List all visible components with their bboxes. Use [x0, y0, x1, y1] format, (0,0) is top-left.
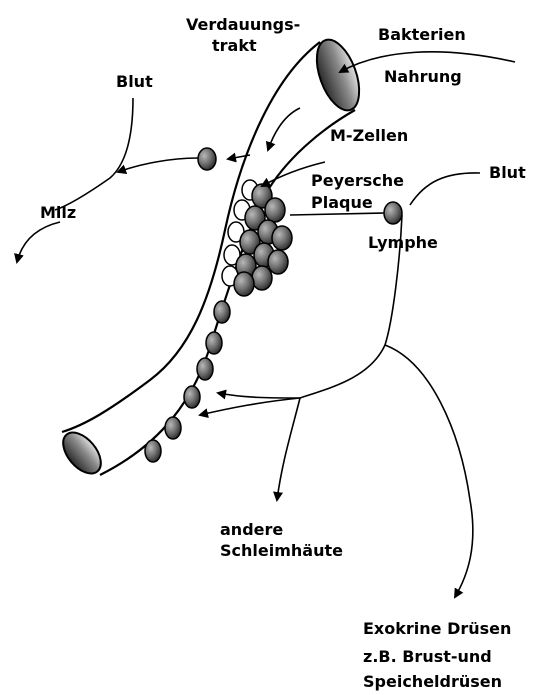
cell-lymph [384, 202, 402, 224]
blut-left-arrow [118, 158, 198, 172]
label-exokrine-2: z.B. Brust-und [363, 647, 492, 667]
tube-cell [165, 417, 181, 439]
label-andere-1: andere [220, 520, 283, 540]
to-tube-lower-arrow [218, 393, 300, 398]
label-nahrung: Nahrung [384, 67, 462, 87]
label-peyersche-1: Peyersche [311, 171, 404, 191]
label-verdauungstrakt-2: trakt [212, 36, 257, 56]
label-lymphe: Lymphe [368, 233, 438, 253]
blut-curve [55, 98, 133, 210]
tube-cell [206, 332, 222, 354]
tube-opening-top [308, 34, 367, 116]
tube-cell [214, 301, 230, 323]
label-blut-right: Blut [489, 163, 526, 183]
label-exokrine-1: Exokrine Drüsen [363, 619, 511, 639]
label-bakterien: Bakterien [378, 25, 466, 45]
tube-cell [145, 440, 161, 462]
label-andere-2: Schleimhäute [220, 541, 343, 561]
exokrine-arrow [385, 345, 473, 597]
label-m-zellen: M-Zellen [330, 126, 408, 146]
label-milz: Milz [40, 203, 76, 223]
andere-schleimhaeute-arrow [277, 398, 300, 500]
pathways [17, 52, 515, 597]
label-blut-left: Blut [116, 72, 153, 92]
lymphoid-cell [268, 250, 288, 274]
to-tube-lower-arrow-2 [200, 398, 300, 415]
tube-cell [197, 358, 213, 380]
lymphoid-cell [272, 226, 292, 250]
lymph-line [290, 213, 384, 215]
digestive-tube [62, 42, 355, 475]
blut-right-line [410, 173, 480, 205]
nahrung-line [268, 108, 300, 150]
milz-arrow [17, 222, 60, 262]
tube-cell [184, 386, 200, 408]
label-exokrine-3: Speicheldrüsen [363, 672, 502, 692]
lymphoid-cell [252, 266, 272, 290]
label-peyersche-2: Plaque [311, 193, 373, 213]
cell-blood-left [198, 148, 216, 170]
lymphoid-cell [265, 198, 285, 222]
label-verdauungstrakt-1: Verdauungs- [186, 15, 300, 35]
tube-opening-bottom [56, 426, 108, 481]
lymphoid-cell [234, 272, 254, 296]
